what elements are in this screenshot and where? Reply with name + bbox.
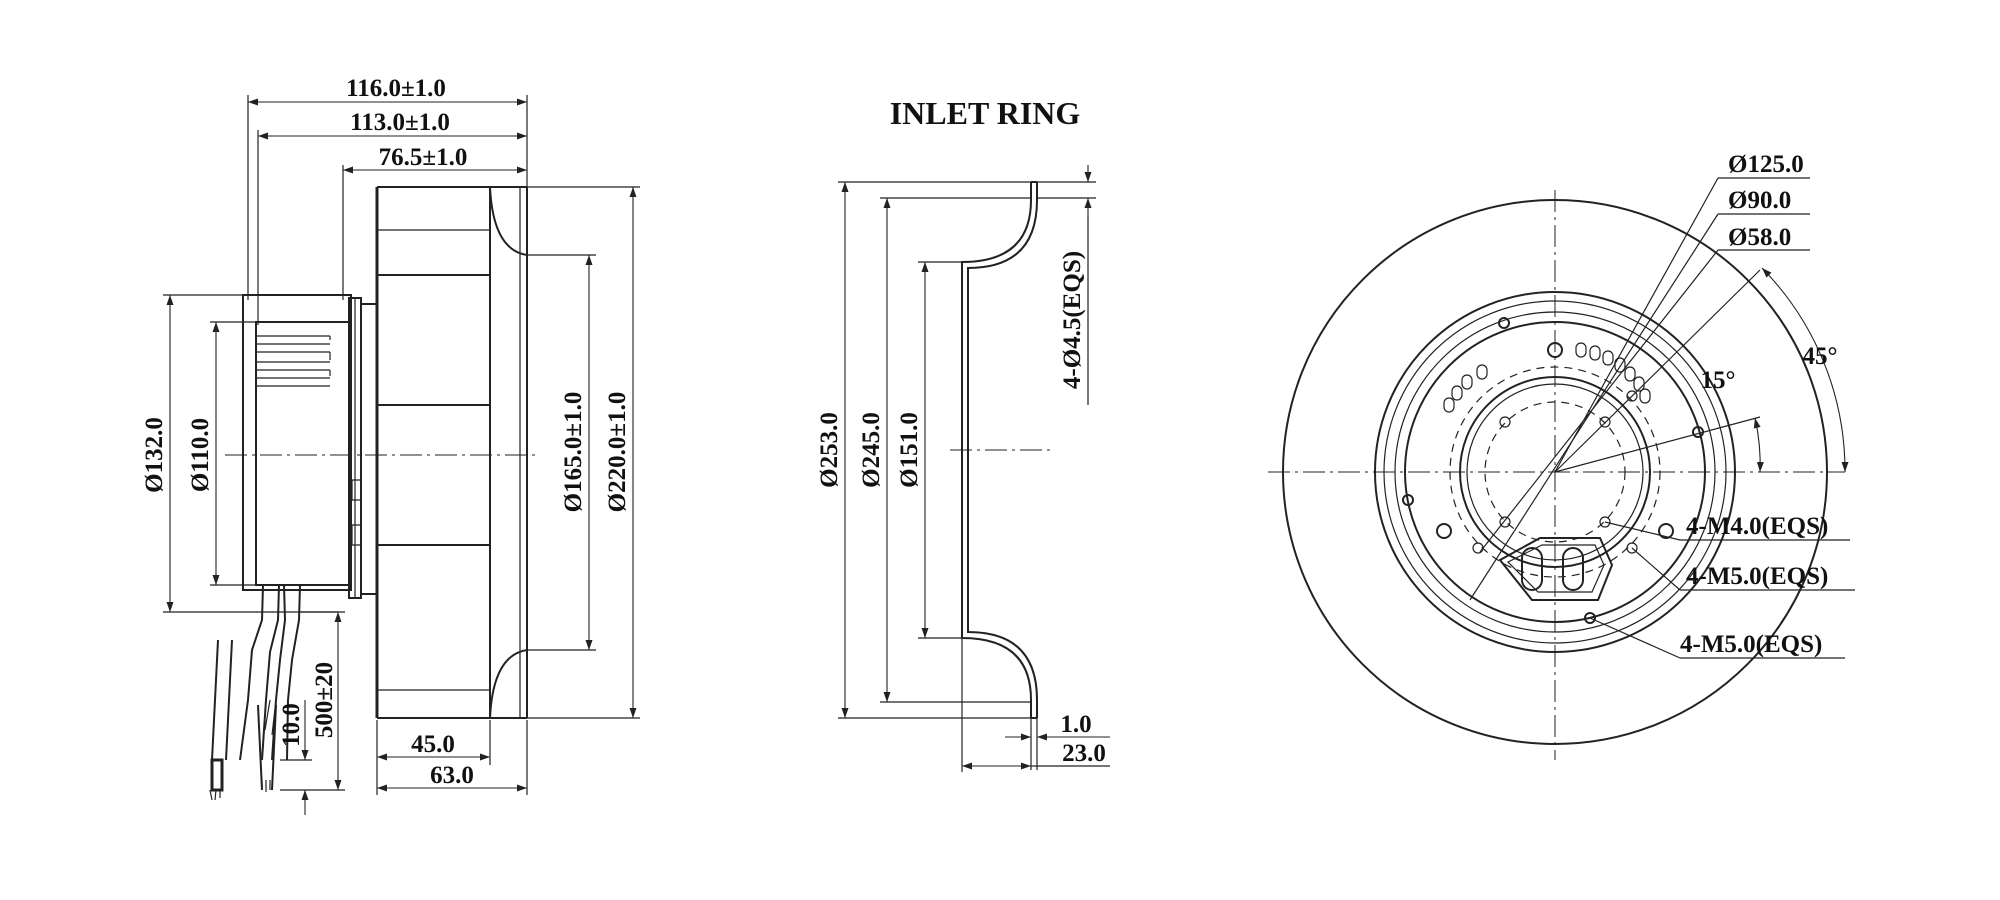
dim-blade-height: 45.0 [411,731,455,758]
impeller-outline [1282,199,1828,745]
impeller-side [375,186,528,719]
callout-m5-holes-b: 4-M5.0(EQS) [1680,631,1822,658]
dim-ring-holes: 4-Ø4.5(EQS) [1059,251,1086,389]
angle-large: 45° [1803,343,1838,370]
dim-pcd-large: Ø125.0 [1728,151,1804,178]
callout-m4-holes: 4-M4.0(EQS) [1686,513,1828,540]
inlet-ring-view: INLET RING Ø253.0 Ø245.0 Ø151.0 4-Ø4.5(E… [816,95,1110,772]
cable-outlet [1498,537,1614,601]
dim-ring-inner-diameter: Ø151.0 [896,412,923,488]
motor-vents [1443,342,1651,413]
dim-motor-diameter: Ø110.0 [187,418,214,492]
motor-flange [242,294,352,591]
dim-flange-diameter: Ø132.0 [141,417,168,493]
motor-cooling-fins [256,335,331,387]
m4-holes [1499,416,1611,528]
front-view: Ø125.0 Ø90.0 Ø58.0 15° 45° 4-M4.0(EQS) 4… [1268,151,1855,760]
dim-impeller-diameter: Ø220.0±1.0 [604,392,631,513]
callout-m5-holes-a: 4-M5.0(EQS) [1686,563,1828,590]
dim-len-impeller: 76.5±1.0 [379,144,468,171]
dim-ring-thickness: 1.0 [1060,711,1091,738]
lead-wires [209,584,301,801]
dim-lead-length: 500±20 [311,662,338,738]
dim-ring-depth: 23.0 [1062,740,1106,767]
dim-inlet-diameter: Ø165.0±1.0 [560,392,587,513]
impeller-hub [360,303,378,595]
dim-pcd-small: Ø58.0 [1728,224,1791,251]
side-view: 116.0±1.0 113.0±1.0 76.5±1.0 Ø132.0 Ø110… [141,75,640,815]
dim-lead-strip: 10.0 [278,703,305,747]
dim-pcd-mid: Ø90.0 [1728,187,1791,214]
dim-ring-outer-diameter: Ø253.0 [816,412,843,488]
angle-small: 15° [1701,367,1736,394]
dim-blade-total: 63.0 [430,762,474,789]
dim-len-total: 116.0±1.0 [346,75,446,102]
dim-ring-mid-diameter: Ø245.0 [858,412,885,488]
dim-len-body: 113.0±1.0 [350,109,450,136]
inlet-ring-title: INLET RING [890,95,1081,131]
